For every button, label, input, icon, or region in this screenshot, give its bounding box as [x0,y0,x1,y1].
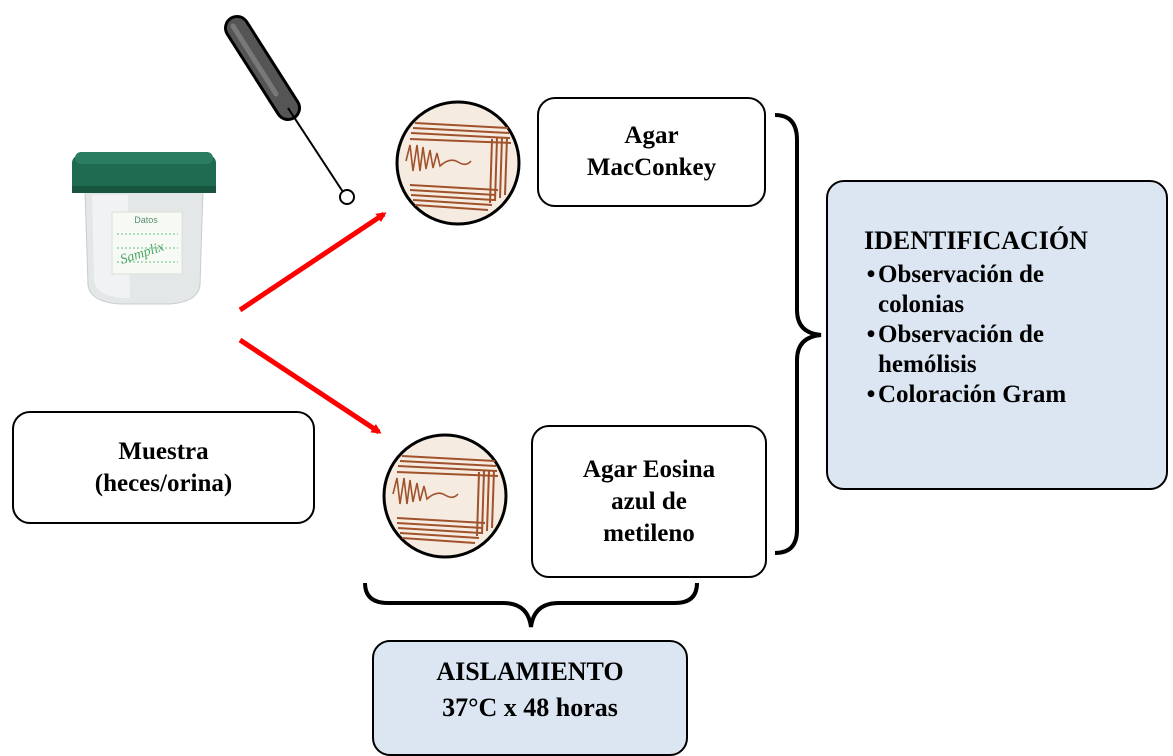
arrow-to-macconkey [238,211,387,313]
right-brace [774,113,822,555]
petri-dish-icon [395,100,521,226]
identification-box: IDENTIFICACIÓN • Observación de colonias … [826,180,1168,490]
item-line2: colonias [878,291,965,318]
container-label-text: Datos [134,215,158,225]
bottom-brace [363,582,699,628]
sample-label-line2: (heces/orina) [94,469,233,497]
identification-list: • Observación de colonias • Observación d… [864,260,1067,410]
medium-label-line3: metileno [603,519,695,547]
item-line2: hemólisis [878,351,977,378]
bullet-icon: • [866,381,876,408]
inoculation-loop-icon [224,15,355,205]
sample-box: Muestra (heces/orina) [12,411,315,524]
medium-label-line2: MacConkey [586,154,717,181]
arrow-to-eosin [238,337,382,435]
medium-box-macconkey: Agar MacConkey [537,97,766,207]
sample-label-line1: Muestra [118,437,209,465]
medium-label-line1: Agar Eosina [582,455,716,483]
bullet-icon: • [866,321,876,348]
petri-dish-icon [382,433,508,559]
identification-title: IDENTIFICACIÓN [864,226,1088,255]
list-item: • Observación de colonias [864,260,1066,320]
specimen-container-icon: Datos Samplix [72,152,216,305]
medium-label-line2: azul de [611,487,687,515]
isolation-title: AISLAMIENTO [436,657,624,686]
isolation-box: AISLAMIENTO 37°C x 48 horas [372,640,688,756]
medium-box-eosin: Agar Eosina azul de metileno [531,425,767,578]
bullet-icon: • [866,261,876,288]
list-item: • Observación de hemólisis [864,320,1066,380]
item-line1: Observación de [878,321,1044,348]
item-line1: Coloración Gram [878,381,1067,408]
list-item: • Coloración Gram [864,380,1067,410]
isolation-condition: 37°C x 48 horas [442,693,618,722]
diagram-canvas: Datos Samplix [72,15,822,628]
item-line1: Observación de [878,261,1044,288]
medium-label-line1: Agar [624,122,679,149]
